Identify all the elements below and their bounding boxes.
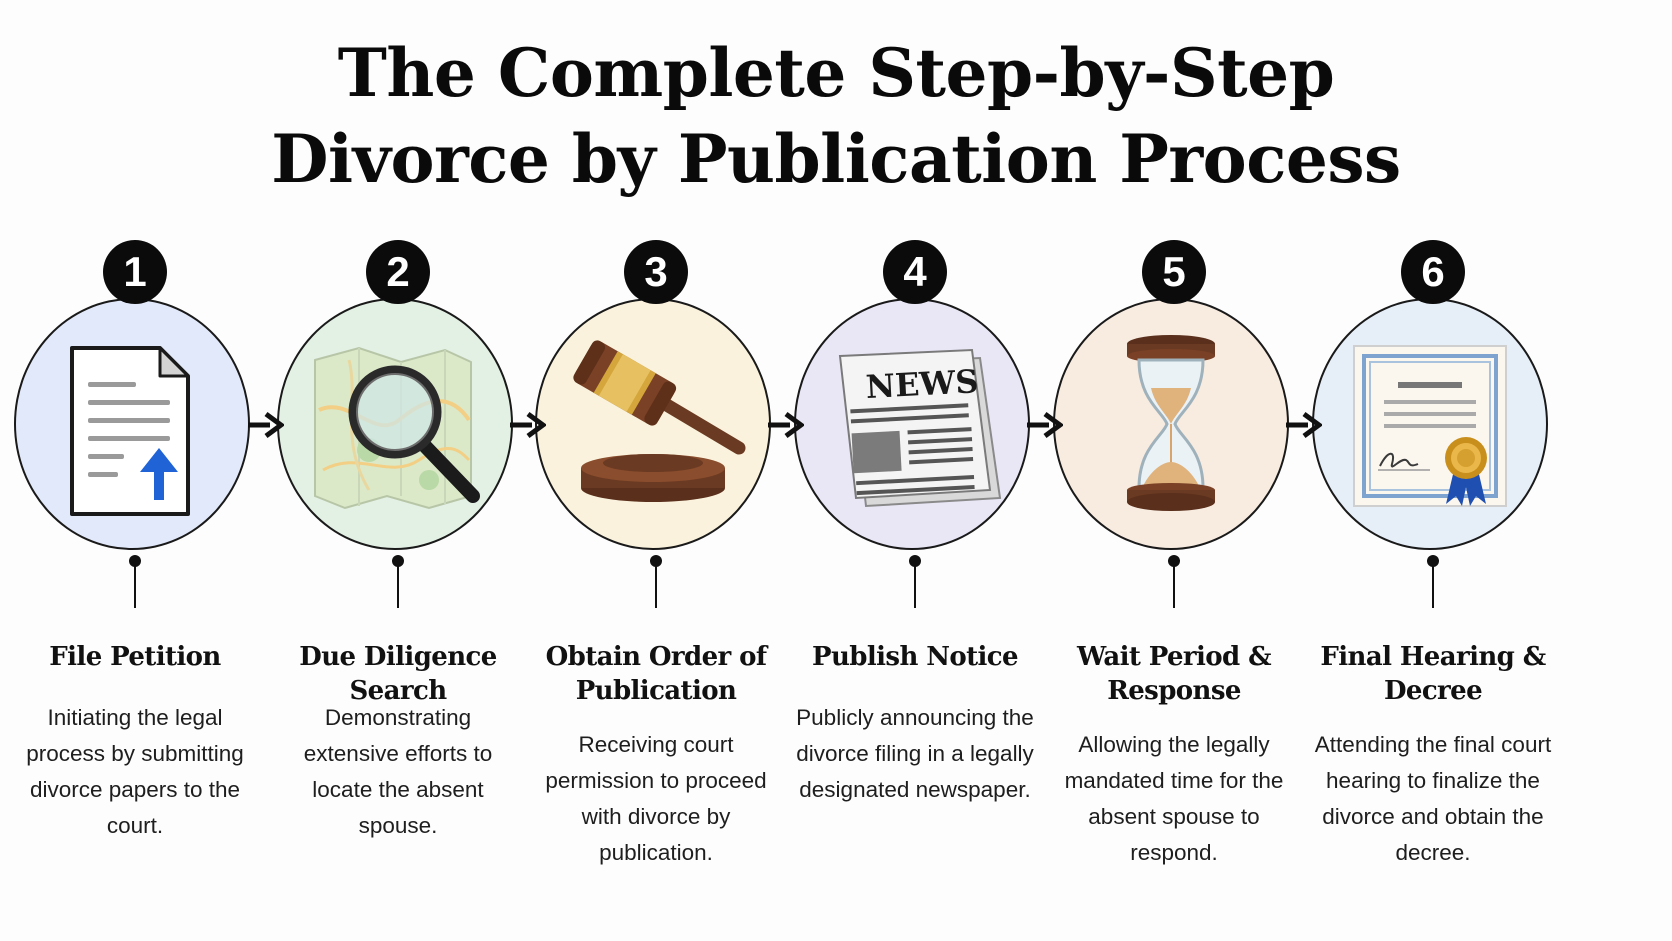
step-title: Final Hearing & Decree xyxy=(1320,642,1546,706)
step-2: 2 Due Diligence Search Demonstrating ext… xyxy=(263,240,533,920)
step-title: Publish Notice xyxy=(812,642,1019,672)
step-illustration-circle xyxy=(535,298,771,550)
step-description: Allowing the legally mandated time for t… xyxy=(1064,732,1284,865)
step-description: Receiving court permission to proceed wi… xyxy=(545,732,767,865)
connector-dot xyxy=(392,555,404,567)
step-illustration-circle xyxy=(1312,298,1548,550)
step-number-badge: 5 xyxy=(1142,240,1206,304)
step-6: 6 Final Hearing & Decree Attending the f… xyxy=(1298,240,1568,920)
connector-dot xyxy=(1168,555,1180,567)
connector-line xyxy=(1173,562,1175,608)
step-illustration-circle xyxy=(14,298,250,550)
connector-dot xyxy=(1427,555,1439,567)
arrow-right-icon xyxy=(768,411,804,439)
step-illustration-circle xyxy=(277,298,513,550)
arrow-right-icon xyxy=(248,411,284,439)
step-1: 1 File Petition Initiating the legal pro… xyxy=(0,240,270,920)
step-5: 5 Wait Period & Response Allowing the le… xyxy=(1039,240,1309,920)
connector-line xyxy=(655,562,657,608)
connector-dot xyxy=(650,555,662,567)
step-illustration-circle xyxy=(1053,298,1289,550)
arrow-right-icon xyxy=(1027,411,1063,439)
gavel-icon xyxy=(573,340,746,502)
step-number-badge: 6 xyxy=(1401,240,1465,304)
step-title: Obtain Order of Publication xyxy=(545,642,767,706)
map-magnifier-icon xyxy=(314,346,480,510)
step-description: Attending the final court hearing to fin… xyxy=(1314,732,1552,865)
connector-line xyxy=(397,562,399,608)
connector-dot xyxy=(129,555,141,567)
certificate-icon xyxy=(1353,345,1507,507)
step-illustration-circle: NEWS xyxy=(794,298,1030,550)
title-line-1: The Complete Step-by-Step xyxy=(337,34,1335,112)
step-title: Due Diligence Search xyxy=(299,642,497,706)
connector-line xyxy=(1432,562,1434,608)
step-description: Demonstrating extensive efforts to locat… xyxy=(303,705,493,838)
step-description: Publicly announcing the divorce filing i… xyxy=(796,705,1034,802)
newspaper-icon: NEWS xyxy=(838,348,1002,508)
arrow-right-icon xyxy=(1286,411,1322,439)
step-3: 3 Obtain Order of Publication Receiving … xyxy=(521,240,791,920)
step-number-badge: 4 xyxy=(883,240,947,304)
step-title: File Petition xyxy=(49,642,221,672)
document-upload-icon xyxy=(70,346,190,516)
title-line-2: Divorce by Publication Process xyxy=(271,120,1401,198)
connector-dot xyxy=(909,555,921,567)
connector-line xyxy=(914,562,916,608)
step-number-badge: 2 xyxy=(366,240,430,304)
step-number-badge: 1 xyxy=(103,240,167,304)
step-number-badge: 3 xyxy=(624,240,688,304)
newspaper-masthead: NEWS xyxy=(865,362,980,406)
step-description: Initiating the legal process by submitti… xyxy=(26,705,244,838)
hourglass-icon xyxy=(1127,335,1215,511)
connector-line xyxy=(134,562,136,608)
arrow-right-icon xyxy=(510,411,546,439)
step-4: 4 NEWS Publish Notice Publicly announcin… xyxy=(780,240,1050,920)
page-title: The Complete Step-by-Step Divorce by Pub… xyxy=(0,30,1672,202)
step-title: Wait Period & Response xyxy=(1077,642,1272,706)
